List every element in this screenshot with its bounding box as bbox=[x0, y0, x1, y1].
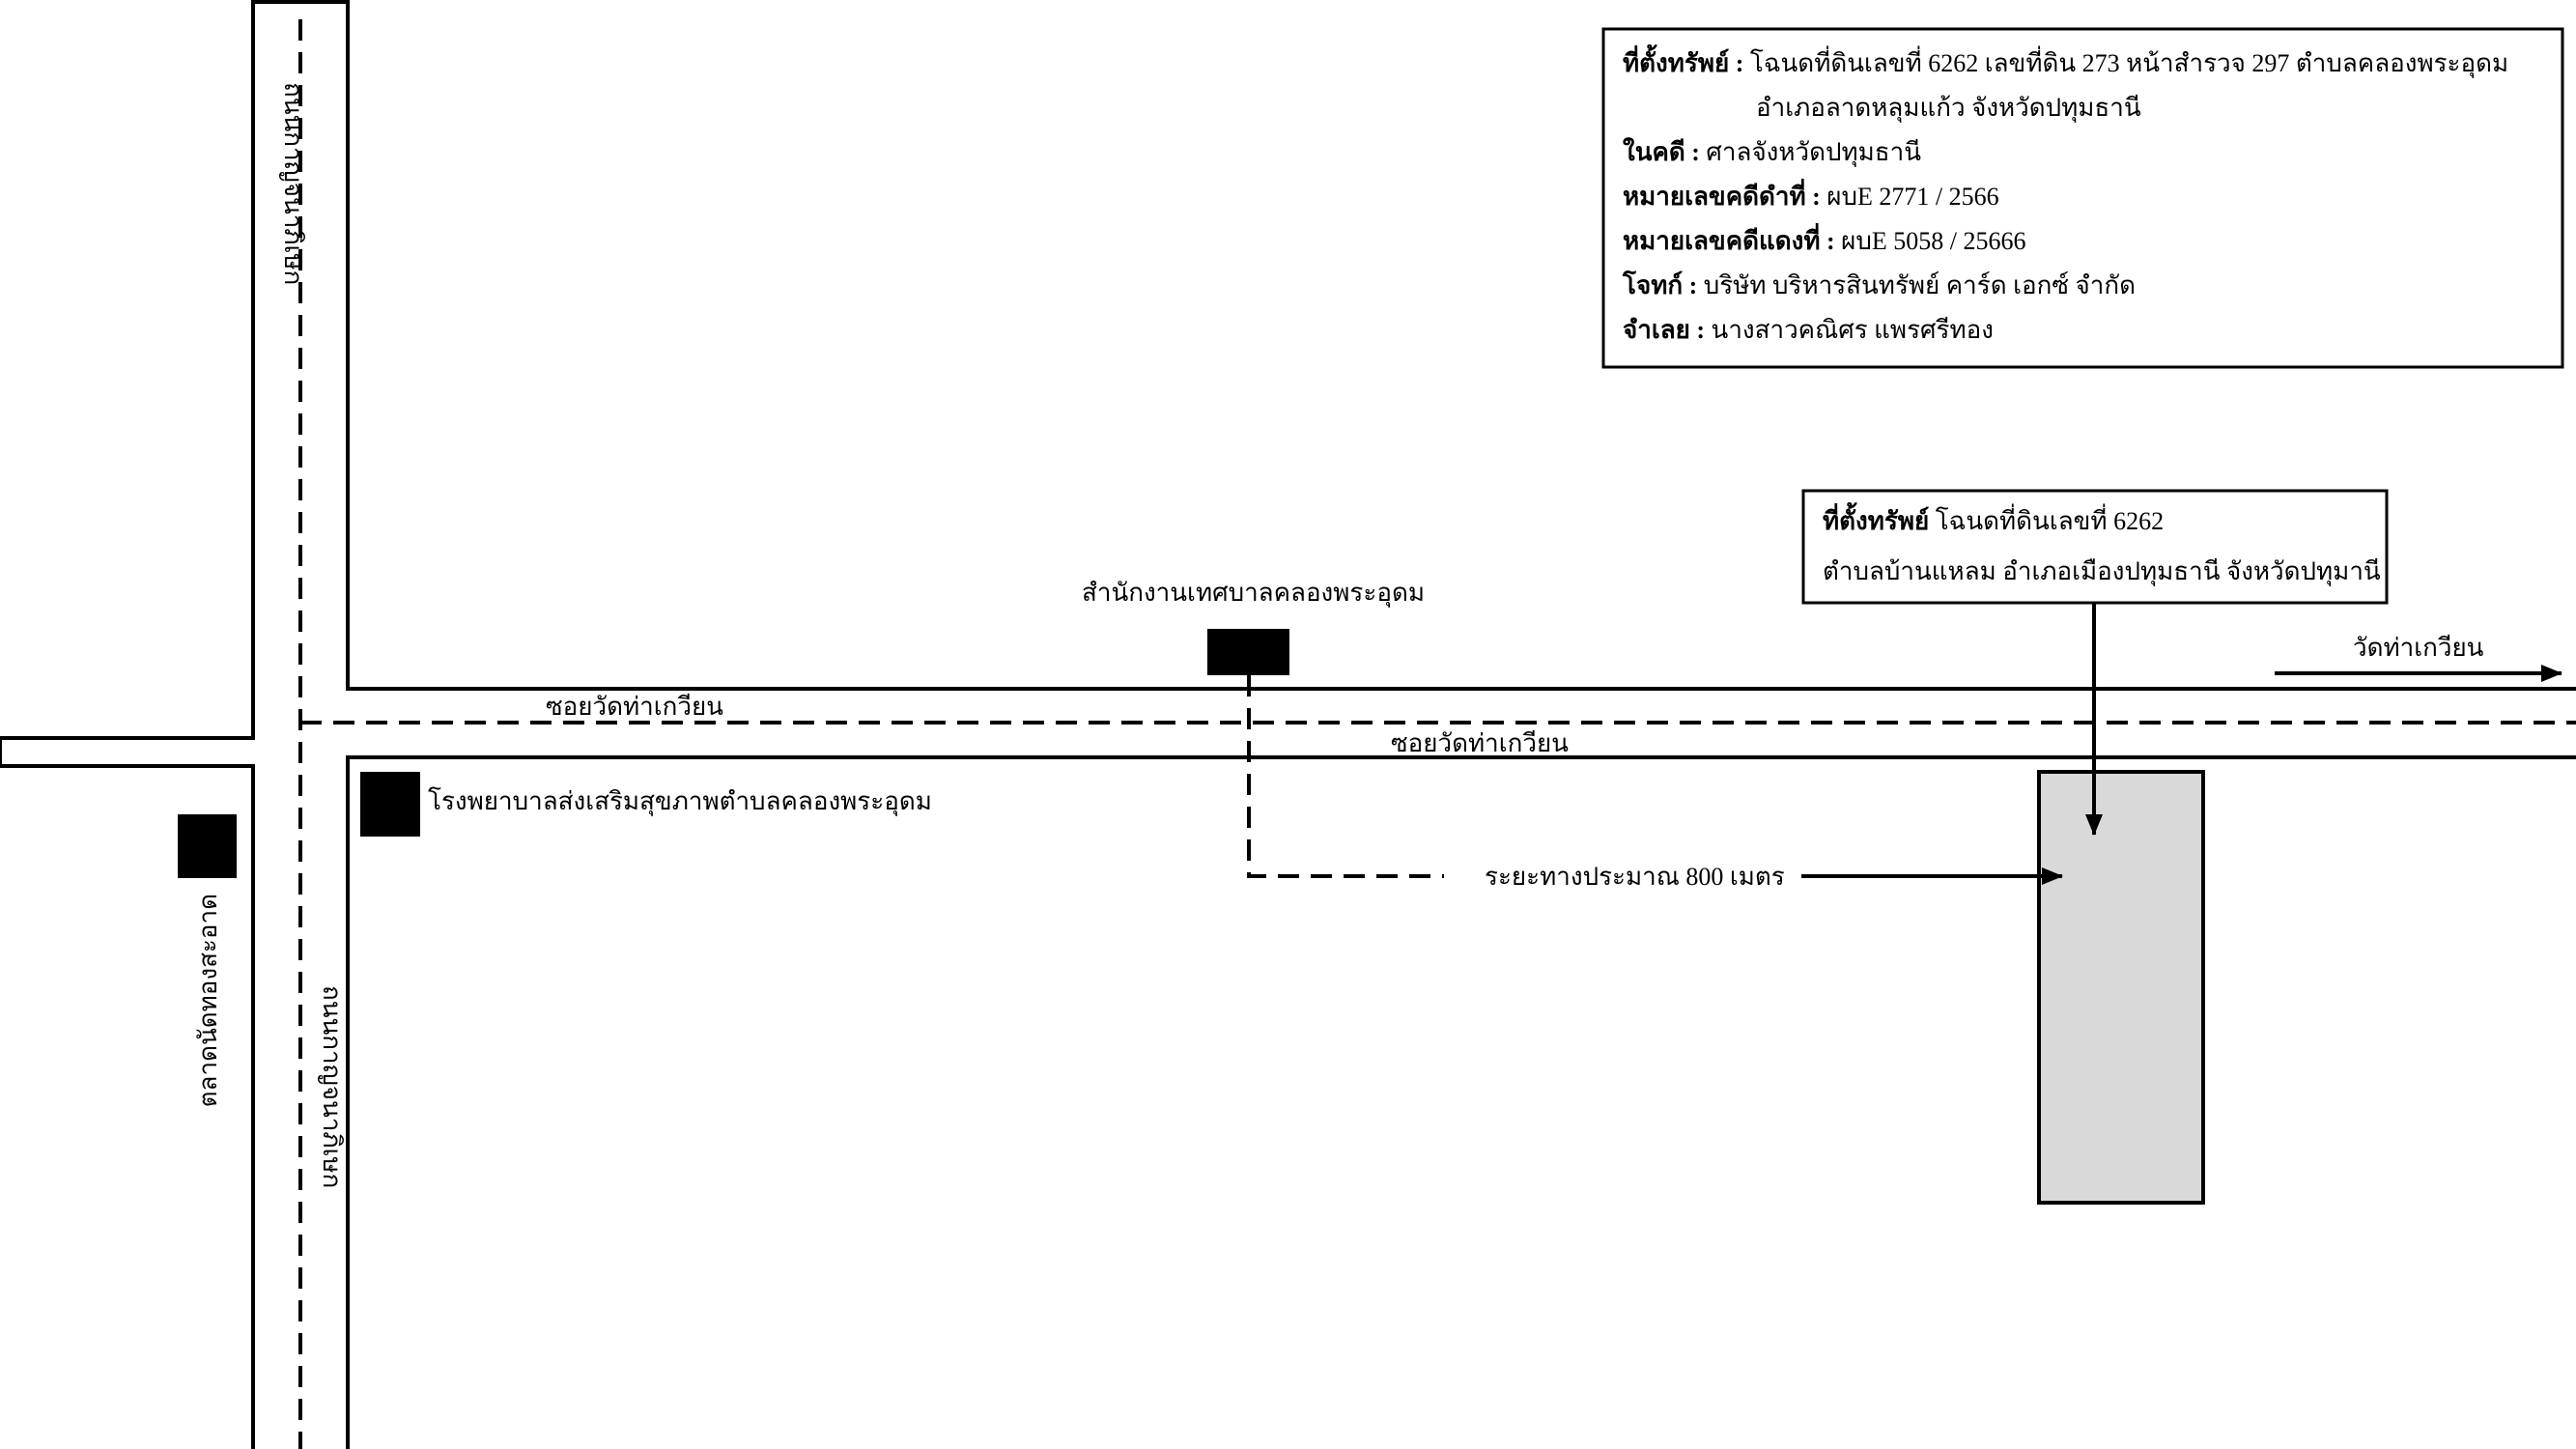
kanchanaphisek-road-label-top: ถนนกาญจนาภิเษก bbox=[279, 82, 307, 285]
distance-route-line bbox=[1247, 675, 1444, 878]
callout-line-2: ตำบลบ้านแหลม อำเภอเมืองปทุมธานี จังหวัดป… bbox=[1823, 557, 2381, 586]
market-label: ตลาดนัดทองสะอาด bbox=[194, 894, 222, 1107]
info-plaintiff-label: โจทก์ : bbox=[1622, 270, 1704, 299]
info-line-district: อำเภอลาดหลุมแก้ว จังหวัดปทุมธานี bbox=[1756, 94, 2141, 123]
callout-label: ที่ตั้งทรัพย์ bbox=[1823, 501, 1929, 535]
case-info-box-frame bbox=[1601, 27, 2564, 369]
municipal-office-marker bbox=[1207, 629, 1289, 675]
road-centerlines bbox=[298, 19, 2576, 1449]
case-info-box: ที่ตั้งทรัพย์ : โฉนดที่ดินเลขที่ 6262 เล… bbox=[1601, 27, 2564, 369]
municipal-office-label: สำนักงานเทศบาลคลองพระอุดม bbox=[1082, 579, 1425, 608]
info-court-label: ในคดี : bbox=[1623, 137, 1706, 166]
info-red-case-label: หมายเลขคดีแดงที่ : bbox=[1623, 222, 1841, 255]
soi-wat-tha-kwian-label-upper: ซอยวัดท่าเกวียน bbox=[546, 693, 723, 721]
info-line-defendant: จำเลย : นางสาวคณิศร แพรศรีทอง bbox=[1623, 316, 1994, 344]
info-black-case-label: หมายเลขคดีดำที่ : bbox=[1623, 178, 1826, 211]
info-location-label: ที่ตั้งทรัพย์ : bbox=[1623, 43, 1750, 77]
kanchanaphisek-road-west-edge bbox=[0, 0, 255, 1449]
info-line-location: ที่ตั้งทรัพย์ : โฉนดที่ดินเลขที่ 6262 เล… bbox=[1623, 43, 2508, 78]
info-location-value: โฉนดที่ดินเลขที่ 6262 เลขที่ดิน 273 หน้า… bbox=[1750, 45, 2508, 78]
info-line-black-case: หมายเลขคดีดำที่ : ผบE 2771 / 2566 bbox=[1623, 178, 1999, 211]
info-defendant-label: จำเลย : bbox=[1623, 316, 1712, 344]
info-line-court: ในคดี : ศาลจังหวัดปทุมธานี bbox=[1623, 137, 1921, 167]
property-parcel bbox=[2037, 770, 2205, 1205]
hospital-marker bbox=[360, 772, 420, 837]
info-defendant-value: นางสาวคณิศร แพรศรีทอง bbox=[1712, 316, 1994, 344]
property-callout-box: ที่ตั้งทรัพย์ โฉนดที่ดินเลขที่ 6262 ตำบล… bbox=[1801, 489, 2389, 605]
info-plaintiff-value: บริษัท บริหารสินทรัพย์ คาร์ด เอกซ์ จำกัด bbox=[1704, 271, 2136, 299]
callout-deed: โฉนดที่ดินเลขที่ 6262 bbox=[1929, 503, 2164, 535]
distance-label: ระยะทางประมาณ 800 เมตร bbox=[1485, 863, 1785, 891]
info-black-case-value: ผบE 2771 / 2566 bbox=[1826, 183, 1998, 211]
info-court-value: ศาลจังหวัดปทุมธานี bbox=[1706, 138, 1921, 167]
kanchanaphisek-road-east-edge-upper bbox=[346, 0, 2576, 691]
soi-wat-tha-kwian-label-lower: ซอยวัดท่าเกวียน bbox=[1391, 729, 1569, 757]
property-callout-frame bbox=[1801, 489, 2389, 605]
kanchanaphisek-road-label-bottom: ถนนกาญจนาภิเษก bbox=[318, 985, 346, 1188]
kanchanaphisek-road-east-edge-lower bbox=[346, 755, 2576, 1449]
hospital-label: โรงพยาบาลส่งเสริมสุขภาพตำบลคลองพระอุดม bbox=[428, 786, 932, 816]
temple-direction-label: วัดท่าเกวียน bbox=[2353, 634, 2484, 662]
info-line-red-case: หมายเลขคดีแดงที่ : ผบE 5058 / 25666 bbox=[1623, 222, 2025, 255]
callout-line-1: ที่ตั้งทรัพย์ โฉนดที่ดินเลขที่ 6262 bbox=[1823, 501, 2164, 535]
info-line-plaintiff: โจทก์ : บริษัท บริหารสินทรัพย์ คาร์ด เอก… bbox=[1622, 270, 2136, 299]
info-red-case-value: ผบE 5058 / 25666 bbox=[1841, 227, 2025, 255]
market-marker bbox=[178, 814, 237, 878]
